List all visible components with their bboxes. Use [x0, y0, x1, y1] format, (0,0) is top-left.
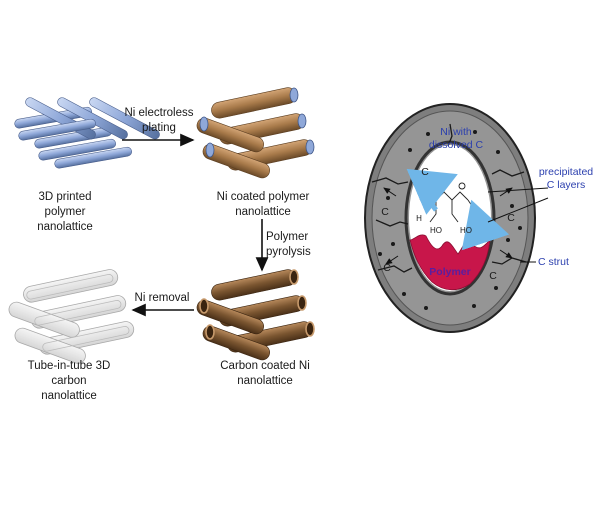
label-line: dissolved C: [428, 139, 484, 151]
label-electroless-plating: Ni electroless plating: [118, 106, 200, 136]
label-line: Carbon coated Ni: [220, 360, 310, 372]
label-line: precipitated: [538, 166, 594, 178]
label-line: Polymer: [266, 231, 309, 243]
strut-cross-section: [364, 103, 549, 333]
label-carbon-coated: Carbon coated Ni nanolattice: [200, 359, 330, 389]
chem-ho-label: HO: [458, 226, 474, 235]
dissolved-c-dots: [378, 130, 522, 310]
shell-cracks: [371, 123, 527, 273]
label-line: C: [421, 166, 429, 178]
label-ni-removal: Ni removal: [130, 291, 194, 306]
c-mark: C: [488, 270, 498, 283]
label-line: Ni with: [440, 126, 472, 138]
label-line: C: [507, 212, 515, 224]
label-line: C layers: [546, 179, 586, 191]
c-mark: C: [420, 166, 430, 179]
c-mark: C: [382, 262, 392, 275]
label-line: carbon: [51, 375, 87, 387]
diffusion-arrows: [383, 187, 513, 265]
c-mark: C: [380, 206, 390, 219]
label-polymer: Polymer: [425, 266, 475, 279]
label-line: H: [416, 214, 422, 223]
label-line: Ni electroless: [124, 107, 194, 119]
gas-release-arrow-left: [406, 168, 458, 215]
label-line: nanolattice: [237, 375, 293, 387]
label-line: nanolattice: [235, 206, 291, 218]
polymer-lattice-image: [14, 97, 160, 169]
label-line: Polymer: [429, 266, 471, 278]
label-3d-printed: 3D printed polymer nanolattice: [20, 190, 110, 235]
label-line: HO: [460, 226, 472, 235]
label-line: HO: [430, 226, 442, 235]
label-ni-with-c: Ni with dissolved C: [420, 126, 492, 152]
label-tube-in-tube: Tube-in-tube 3D carbon nanolattice: [14, 359, 124, 404]
tube-in-tube-lattice-image: [8, 269, 135, 364]
label-line: pyrolysis: [266, 246, 311, 258]
callout-lines: [487, 187, 549, 263]
label-line: nanolattice: [37, 221, 93, 233]
c-mark: C: [506, 212, 516, 225]
label-precipitated: precipitated C layers: [534, 166, 598, 192]
label-line: Ni removal: [134, 292, 190, 304]
label-line: polymer: [44, 206, 86, 218]
chem-ho-label: HO: [428, 226, 444, 235]
label-line: plating: [142, 122, 176, 134]
label-ni-coated: Ni coated polymer nanolattice: [198, 190, 328, 220]
label-c-strut: C strut: [538, 256, 588, 269]
label-line: C: [381, 206, 389, 218]
label-line: Ni coated polymer: [216, 191, 310, 203]
label-line: Tube-in-tube 3D: [27, 360, 111, 372]
label-line: nanolattice: [41, 390, 97, 402]
label-pyrolysis: Polymer pyrolysis: [266, 230, 330, 260]
label-line: C: [383, 262, 391, 274]
chem-h-label: H: [414, 214, 424, 223]
carbon-coated-lattice-image: [196, 269, 315, 361]
label-line: C: [489, 270, 497, 282]
gas-release-arrow-right: [461, 199, 510, 251]
ni-coated-lattice-image: [196, 87, 315, 179]
label-line: 3D printed: [38, 191, 92, 203]
label-line: C strut: [538, 256, 569, 268]
